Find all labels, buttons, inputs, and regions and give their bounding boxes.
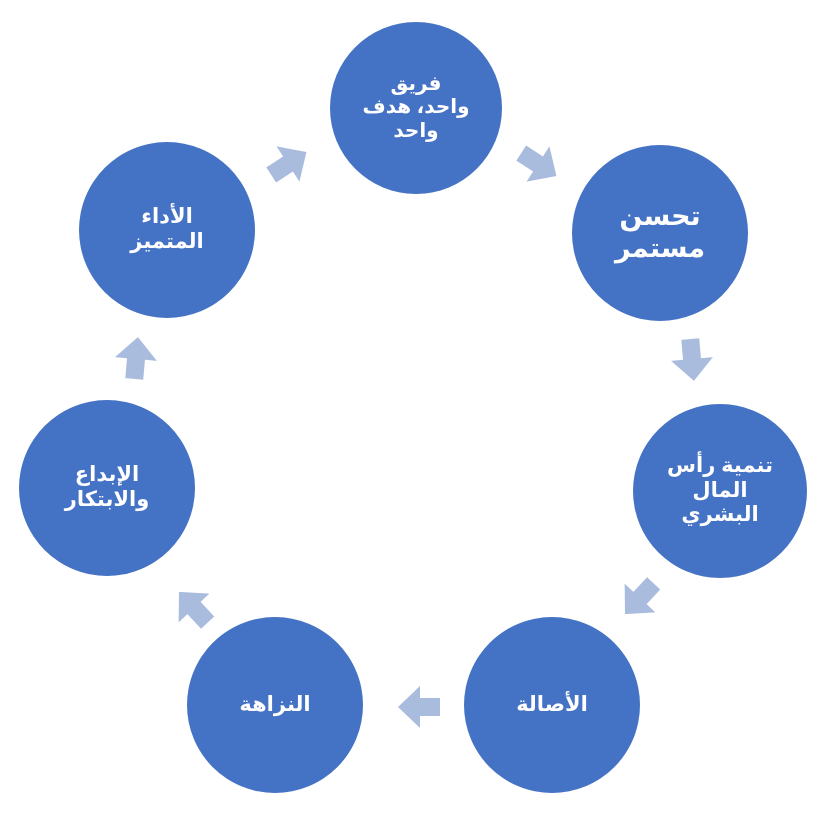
arrow-right-icon: [157, 571, 230, 644]
node-creativity: الإبداع والابتكار: [19, 400, 195, 576]
node-team: فريق واحد، هدف واحد: [330, 22, 502, 194]
arrow-right-icon: [394, 681, 446, 733]
arrow-right-icon: [664, 331, 720, 387]
node-excellence: الأداء المتميز: [79, 142, 255, 318]
node-integrity: النزاهة: [187, 617, 363, 793]
arrow-right-icon: [108, 331, 164, 387]
node-originality: الأصالة: [464, 617, 640, 793]
arrow-right-icon: [502, 128, 574, 200]
node-continuous-improvement-label: تحسن مستمر: [614, 201, 706, 263]
arrow-right-icon: [603, 561, 676, 634]
node-integrity-label: النزاهة: [239, 692, 311, 716]
node-human-capital: تنمية رأس المال البشري: [633, 404, 807, 578]
node-creativity-label: الإبداع والابتكار: [64, 463, 150, 511]
node-human-capital-label: تنمية رأس المال البشري: [667, 453, 773, 527]
node-excellence-label: الأداء المتميز: [130, 205, 204, 253]
node-originality-label: الأصالة: [516, 692, 588, 716]
arrow-right-icon: [252, 128, 324, 200]
node-continuous-improvement: تحسن مستمر: [572, 145, 748, 321]
node-team-label: فريق واحد، هدف واحد: [362, 72, 470, 142]
